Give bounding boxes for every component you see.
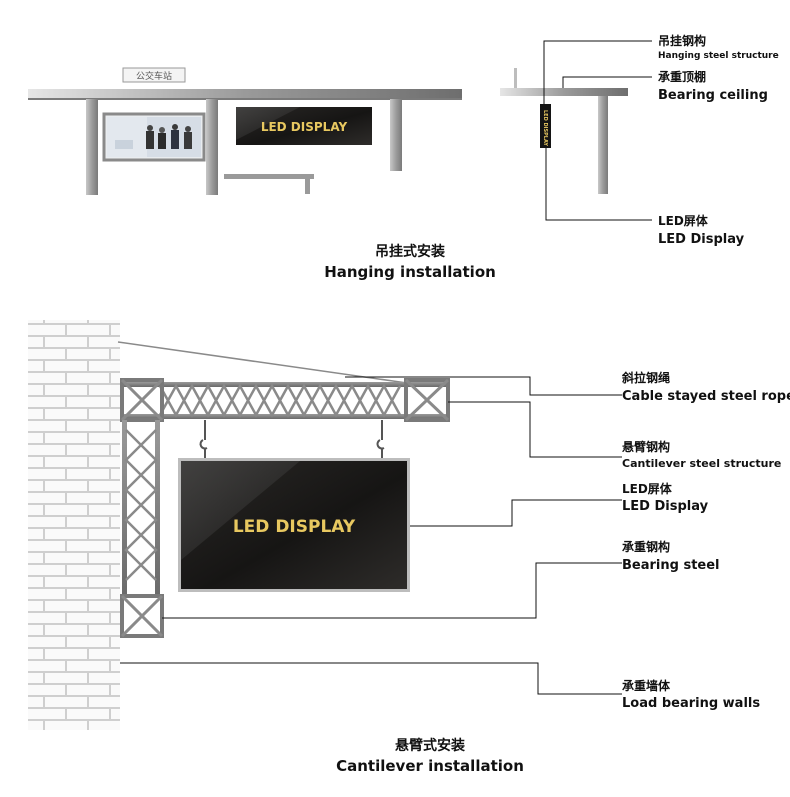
label-hanging-steel-en: Hanging steel structure bbox=[658, 51, 779, 61]
side-roof bbox=[500, 88, 628, 96]
cantilever-structure: LED DISPLAY bbox=[28, 320, 622, 730]
callout-line bbox=[162, 562, 622, 619]
cantilever-led-text: LED DISPLAY bbox=[233, 517, 356, 537]
bus-stop-shelter: 公交车站 LED DISPLAY bbox=[28, 67, 462, 195]
side-view: LED DISPLAY bbox=[500, 40, 652, 221]
label-led-display-cn: LED屏体 bbox=[658, 214, 708, 228]
callout-line bbox=[562, 76, 652, 88]
callout-line bbox=[448, 401, 622, 458]
callout-line bbox=[345, 376, 622, 396]
bus-stop-sign-text: 公交车站 bbox=[136, 70, 172, 82]
side-led-display bbox=[540, 104, 551, 148]
label-bearing-steel-cn: 承重钢构 bbox=[622, 540, 671, 554]
label-cantilever-steel-en: Cantilever steel structure bbox=[622, 457, 782, 470]
side-post bbox=[598, 96, 608, 194]
label-led-display2-cn: LED屏体 bbox=[622, 482, 672, 496]
label-bearing-ceiling-en: Bearing ceiling bbox=[658, 88, 768, 103]
label-cable-rope-cn: 斜拉钢绳 bbox=[622, 371, 671, 385]
hanging-led-text: LED DISPLAY bbox=[261, 120, 348, 134]
vertical-truss bbox=[122, 420, 127, 596]
label-load-walls-cn: 承重墙体 bbox=[622, 679, 671, 693]
shelter-roof bbox=[28, 89, 462, 98]
side-led-text: LED DISPLAY bbox=[542, 110, 548, 146]
brick-wall bbox=[28, 320, 120, 730]
label-hanging-steel-cn: 吊挂钢构 bbox=[658, 34, 707, 48]
callout-line bbox=[543, 40, 652, 104]
label-cable-rope-en: Cable stayed steel rope bbox=[622, 389, 790, 404]
cantilever-caption-en: Cantilever installation bbox=[336, 757, 524, 775]
callout-line bbox=[120, 662, 622, 695]
people-image bbox=[115, 124, 192, 149]
cable-rope bbox=[117, 341, 415, 385]
callout-line bbox=[410, 499, 622, 527]
label-led-display-en: LED Display bbox=[658, 232, 745, 247]
shelter-post bbox=[390, 99, 402, 171]
label-bearing-ceiling-cn: 承重顶棚 bbox=[658, 70, 707, 84]
label-led-display2-en: LED Display bbox=[622, 499, 709, 514]
bus-stop-sign bbox=[122, 67, 186, 83]
shelter-post bbox=[86, 99, 98, 195]
label-bearing-steel-en: Bearing steel bbox=[622, 558, 720, 573]
label-cantilever-steel-cn: 悬臂钢构 bbox=[622, 440, 671, 454]
callout-line bbox=[545, 148, 652, 221]
hanging-caption-cn: 吊挂式安装 bbox=[375, 244, 445, 260]
hanging-led-display: LED DISPLAY bbox=[236, 107, 372, 145]
hanging-caption-en: Hanging installation bbox=[324, 263, 496, 281]
label-load-walls-en: Load bearing walls bbox=[622, 696, 761, 711]
horizontal-truss bbox=[122, 382, 448, 387]
shelter-post bbox=[206, 99, 218, 195]
cantilever-led-display: LED DISPLAY bbox=[178, 458, 410, 592]
cantilever-caption-cn: 悬臂式安装 bbox=[395, 738, 465, 754]
